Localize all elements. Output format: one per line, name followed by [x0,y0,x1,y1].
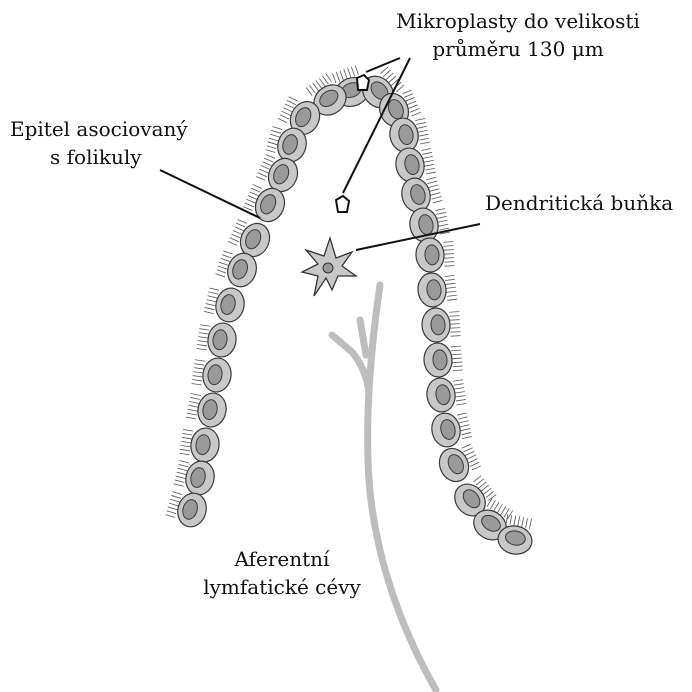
label-lymphatic-line1: Aferentní [234,547,331,571]
label-lymphatic-line2: lymfatické cévy [203,575,361,599]
follicle-associated-epithelium [166,65,535,557]
lymphatic-vessels [332,285,436,690]
epithelial-cell [166,490,211,531]
epithelial-cell [179,426,221,464]
microvilli [445,275,458,300]
epithelial-cell [421,307,461,343]
epithelium-left-arm [166,65,373,530]
label-epithelium-line1: Epitel asociovaný [10,117,188,141]
microvilli [451,346,463,371]
epithelial-cell [423,342,463,378]
epithelial-cell [174,458,218,498]
epithelial-cell [228,219,274,261]
epithelial-cell [415,237,455,273]
epithelial-cell [192,356,234,394]
microvilli [443,242,454,267]
epithelial-cell [416,272,457,309]
label-microplastics-line2: průměru 130 μm [432,37,603,61]
leader-line-microplastics-top [366,58,400,72]
epithelial-cell [204,285,248,324]
microvilli [449,312,460,337]
leader-line-epithelium [160,170,260,218]
epithelial-cell [429,410,473,449]
epithelial-cell [186,391,229,430]
epithelium-right-arm [356,67,534,557]
label-epithelium-line2: s folikuly [50,145,142,169]
epithelial-cell [425,376,467,414]
microplastic-particle-icon [336,196,349,212]
epithelial-cell [197,321,239,359]
label-dendritic-cell: Dendritická buňka [485,191,673,215]
microplastic-particle-icon [357,75,369,90]
dendritic-cell-icon [302,238,356,296]
label-microplastics-line1: Mikroplasty do velikosti [396,9,640,33]
epithelial-cell [434,444,481,487]
